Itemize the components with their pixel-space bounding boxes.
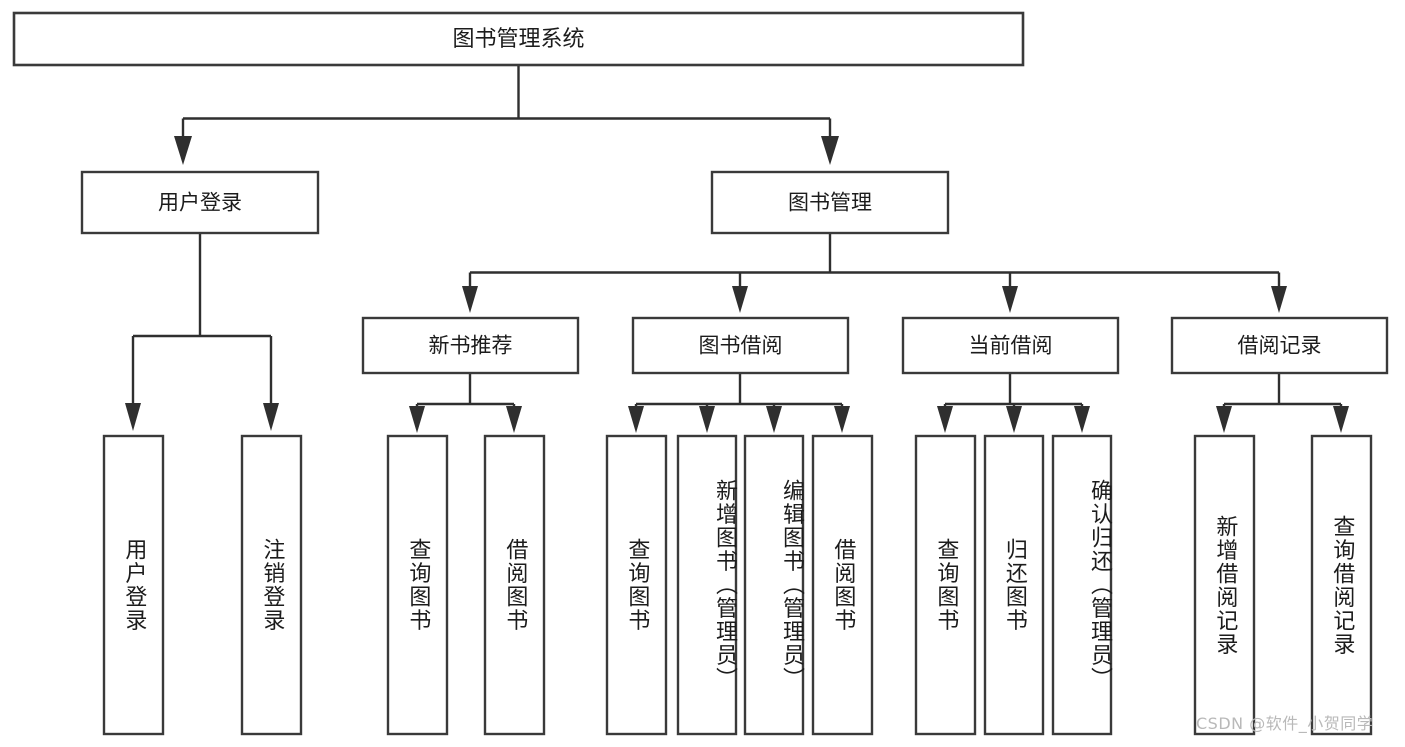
node-book-borrow[interactable]: 图书借阅 [631,316,850,375]
arrow-head-book-borrow [732,286,748,313]
node-borrow-record-label: 借阅记录 [1238,334,1322,358]
arrow-head-leaf-borrow-book-1 [506,406,522,433]
node-book-management-label: 图书管理 [788,191,872,215]
leaf-box-query-book-2[interactable] [605,434,668,736]
leaf-box-edit-book-admin[interactable] [743,434,805,736]
edge-group-book-management-to-level3 [462,233,1287,313]
leaf-box-confirm-return[interactable] [1051,434,1113,736]
leaf-box-return-book[interactable] [983,434,1045,736]
arrow-head-leaf-query-book-3 [937,406,953,433]
leaf-box-user-login[interactable] [102,434,165,736]
leaf-box-borrow-book-1[interactable] [483,434,546,736]
arrow-head-borrow-record [1271,286,1287,313]
leaf-box-add-record[interactable] [1193,434,1256,736]
arrow-head-leaf-return-book [1006,406,1022,433]
edge-group-borrow-record-to-leaves [1216,373,1349,433]
arrow-head-leaf-logout [263,403,279,431]
node-current-borrow-box[interactable] [901,316,1120,375]
node-current-borrow-label: 当前借阅 [969,334,1053,358]
leaf-box-query-record[interactable] [1310,434,1373,736]
leaf-box-query-book-3[interactable] [914,434,977,736]
node-user-login-label: 用户登录 [158,191,242,215]
arrow-head-current-borrow [1002,286,1018,313]
node-user-login-box[interactable] [80,170,320,235]
leaf-box-borrow-book-2[interactable] [811,434,874,736]
arrow-head-leaf-query-record [1333,406,1349,433]
arrow-head-leaf-borrow-book-2 [834,406,850,433]
arrow-head-leaf-query-book-2 [628,406,644,433]
arrow-head-leaf-add-book-admin [699,406,715,433]
node-current-borrow[interactable]: 当前借阅 [901,316,1120,375]
csdn-watermark: CSDN @软件_小贺同学 [1196,714,1374,733]
node-book-management-box[interactable] [710,170,950,235]
arrow-head-to-user-login [174,136,192,165]
edge-group-current-borrow-to-leaves [937,373,1090,433]
edge-group-root-to-level2 [174,65,839,165]
arrow-head-leaf-confirm-return [1074,406,1090,433]
edge-group-new-book-to-leaves [409,373,522,433]
arrow-head-leaf-edit-book-admin [766,406,782,433]
leaf-box-query-book-1[interactable] [386,434,449,736]
arrow-head-leaf-add-record [1216,406,1232,433]
node-borrow-record[interactable]: 借阅记录 [1170,316,1389,375]
edge-group-book-borrow-to-leaves [628,373,850,433]
node-book-borrow-box[interactable] [631,316,850,375]
node-root[interactable]: 图书管理系统 [12,11,1025,67]
arrow-head-to-book-management [821,136,839,165]
arrow-head-new-book-recommend [462,286,478,313]
leaf-box-add-book-admin[interactable] [676,434,738,736]
node-user-login[interactable]: 用户登录 [80,170,320,235]
edge-group-user-login-to-leaves [125,233,279,431]
leaf-box-logout[interactable] [240,434,303,736]
arrow-head-leaf-user-login [125,403,141,431]
node-new-book-recommend[interactable]: 新书推荐 [361,316,580,375]
node-new-book-recommend-box[interactable] [361,316,580,375]
arrow-head-leaf-query-book-1 [409,406,425,433]
node-root-box[interactable] [12,11,1025,67]
node-borrow-record-box[interactable] [1170,316,1389,375]
node-book-borrow-label: 图书借阅 [699,334,783,358]
node-new-book-recommend-label: 新书推荐 [429,334,513,358]
node-book-management[interactable]: 图书管理 [710,170,950,235]
node-root-label: 图书管理系统 [452,27,584,52]
